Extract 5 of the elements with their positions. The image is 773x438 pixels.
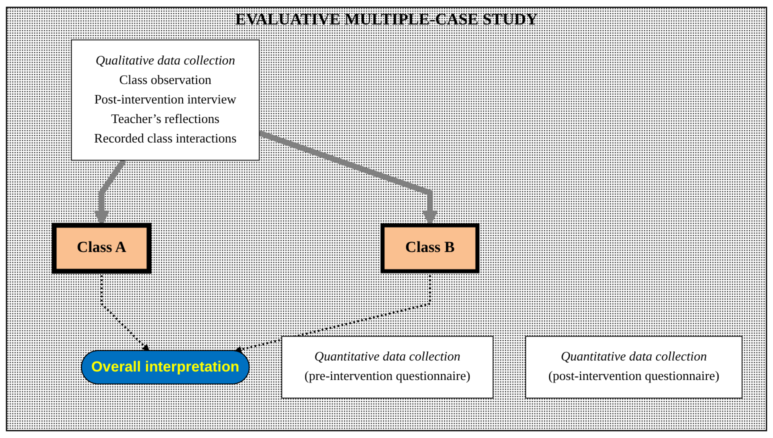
- node-box: Quantitative data collection (pre-intervention questionnaire): [281, 336, 494, 399]
- node-box: Class B: [380, 223, 480, 274]
- node-box: Qualitative data collection Class observation Post-intervention interview Teacher’s reflections Recorded class interactions: [70, 39, 260, 161]
- node-box: Quantitative data collection (post-intervention questionnaire): [525, 336, 742, 399]
- node-box: Class A: [52, 222, 152, 274]
